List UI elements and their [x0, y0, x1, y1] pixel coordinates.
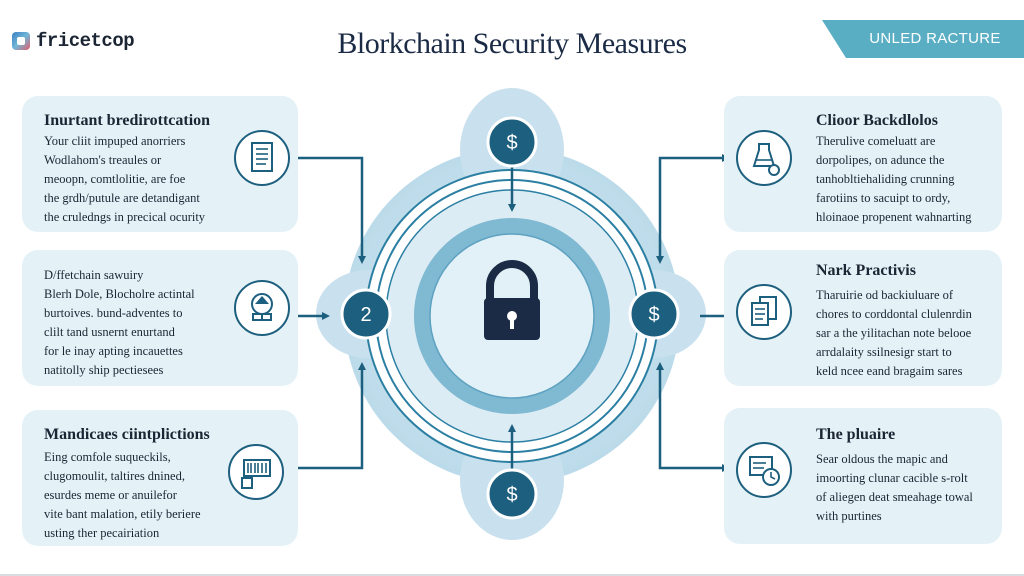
card-body: Sear oldous the mapic and imoorting clun… [816, 452, 973, 523]
left-arrowheads [322, 256, 366, 370]
lab-flask-icon [736, 130, 792, 186]
card-bottom-right[interactable]: The pluaire Sear oldous the mapic and im… [724, 408, 1002, 544]
card-title: Inurtant bredirottcation [44, 112, 211, 129]
card-bottom-left[interactable]: Mandicaes ciintplictions Eing comfole su… [22, 410, 298, 546]
left-connectors [292, 156, 364, 470]
card-mid-right[interactable]: Nark Practivis Tharuirie od backiuluare … [724, 250, 1002, 386]
card-title: Clioor Backdlolos [816, 112, 938, 129]
right-connectors [658, 156, 728, 470]
node-left[interactable]: 2 [340, 288, 392, 340]
brand-logo[interactable]: fricetcop [12, 30, 135, 52]
document-icon [234, 130, 290, 186]
node-left-label: 2 [360, 304, 371, 326]
node-bottom-label: $ [506, 484, 517, 506]
node-right[interactable]: $ [628, 288, 680, 340]
vertical-arrowheads [508, 204, 516, 432]
logo-icon [12, 32, 30, 50]
node-top-label: $ [506, 132, 517, 154]
card-body: Therulive comeluatt are dorpolipes, on a… [816, 134, 972, 224]
card-body: D/ffetchain sawuiry Blerh Dole, Blocholr… [44, 268, 195, 377]
banner-text: UNLED RACTURE [869, 30, 1001, 47]
header-banner: UNLED RACTURE [822, 20, 1024, 58]
card-body: Tharuirie od backiuluare of chores to co… [816, 288, 972, 378]
document-clock-icon [736, 442, 792, 498]
node-right-label: $ [648, 304, 659, 326]
node-top[interactable]: $ [486, 116, 538, 168]
card-title: Nark Practivis [816, 262, 916, 279]
lock-icon [484, 260, 540, 340]
card-body: Your cliit impuped anorriers Wodlahom's … [44, 134, 206, 224]
card-title: The pluaire [816, 426, 896, 443]
globe-icon [234, 280, 290, 336]
documents-stack-icon [736, 284, 792, 340]
barcode-icon [228, 444, 284, 500]
node-bottom[interactable]: $ [486, 468, 538, 520]
card-top-left[interactable]: Inurtant bredirottcation Your cliit impu… [22, 96, 298, 232]
card-top-right[interactable]: Clioor Backdlolos Therulive comeluatt ar… [724, 96, 1002, 232]
bottom-divider [0, 574, 1024, 576]
card-body: Eing comfole suqueckils, clugomoulit, ta… [44, 450, 201, 540]
logo-text: fricetcop [36, 30, 135, 52]
card-mid-left[interactable]: D/ffetchain sawuiry Blerh Dole, Blocholr… [22, 250, 298, 386]
card-title: Mandicaes ciintplictions [44, 426, 210, 443]
page-title: Blorkchain Security Measures [337, 27, 687, 60]
